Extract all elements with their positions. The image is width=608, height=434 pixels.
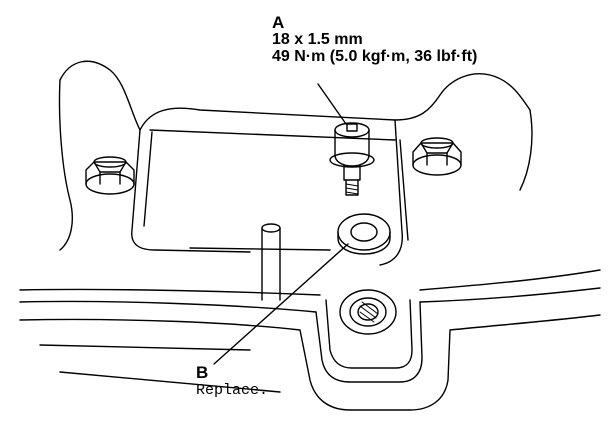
left-bolt: [85, 156, 135, 195]
sealing-washer-icon: [337, 213, 391, 255]
lower-bracket: [19, 269, 601, 411]
threaded-hole: [339, 289, 397, 335]
flange-bolt-icon: [329, 122, 375, 196]
bolt-torque: 49 N·m (5.0 kgf·m, 36 lbf·ft): [272, 48, 478, 65]
right-bolt: [412, 137, 462, 176]
housing-outline: [58, 60, 533, 266]
callout-a: A 18 x 1.5 mm 49 N·m (5.0 kgf·m, 36 lbf·…: [272, 14, 477, 65]
callout-b: B Replace.: [196, 364, 268, 398]
left-stud: [261, 223, 281, 301]
bolt-size: 18 x 1.5 mm: [272, 31, 363, 48]
replace-note: Replace.: [196, 382, 269, 399]
callout-b-letter: B: [196, 363, 209, 382]
callout-a-letter: A: [272, 13, 285, 32]
leader-line-b: [213, 243, 349, 365]
leader-line-a: [317, 83, 347, 125]
